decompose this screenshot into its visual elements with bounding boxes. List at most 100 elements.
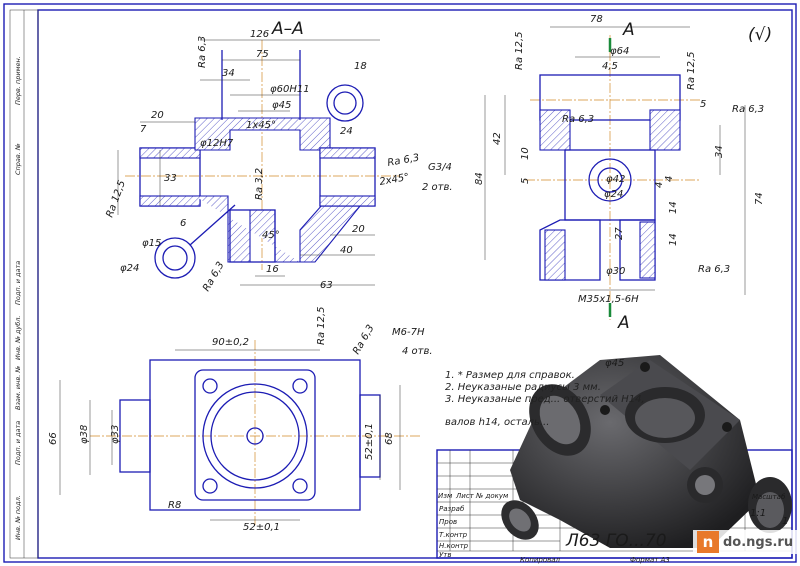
dimension-label: Ra 6,3 (732, 104, 764, 115)
dimension-label: 4 отв. (402, 346, 433, 357)
drawing-designation: Л63 ГО...70 (565, 531, 667, 551)
dimension-label: 4 (654, 182, 665, 188)
dimension-label: 63 (320, 280, 333, 291)
left-strip-label: Перв. примен. (14, 56, 22, 105)
dimension-label: φ12H7 (200, 138, 234, 149)
dimension-label: 5 (520, 178, 531, 184)
dimension-label: Ra 6,3 (698, 264, 730, 275)
3d-model-render (501, 355, 792, 548)
dimension-label: G3/4 (428, 162, 452, 173)
dimension-label: Ra 12,5 (316, 306, 327, 345)
technical-note: 1. * Размер для справок. (445, 370, 575, 381)
title-block-row: Утв (439, 551, 451, 559)
dimension-label: 2 отв. (422, 182, 453, 193)
roughness-symbol: (√) (748, 25, 772, 45)
technical-note: 3. Неуказаные пред... отверстий H14, (445, 394, 645, 405)
title-block-column: № докум (475, 492, 509, 500)
dimension-label: 4,5 (602, 61, 618, 72)
dimension-label: 20 (151, 110, 164, 121)
format-label: Формат А3 (630, 556, 670, 564)
dimension-label: Ra 6,3 (562, 114, 594, 125)
dimension-label: 33 (164, 173, 177, 184)
section-label-a-bottom: А (617, 313, 630, 333)
ngs-logo-icon: n (697, 531, 719, 553)
dimension-label: 5 (700, 99, 706, 110)
section-label-a-top: А (622, 20, 635, 40)
dimension-label: 1x45° (246, 120, 276, 131)
dimension-label: R8 (168, 500, 181, 511)
dimension-label: Ra 6,3 (201, 260, 227, 293)
dimension-label: 52±0,1 (243, 522, 280, 533)
title-block-row: Разраб (439, 505, 465, 513)
dimension-label: 2x45° (379, 172, 410, 188)
dimension-label: 84 (474, 172, 485, 185)
dimension-label: Ra 6,3 (197, 36, 208, 68)
title-block-row: Т.контр (439, 531, 468, 539)
title-block-row: Н.контр (439, 542, 469, 550)
watermark-text: do.ngs.ru (723, 534, 794, 550)
dimension-label: Ra 3,2 (254, 168, 265, 200)
dimension-label: φ33 (110, 425, 121, 444)
left-strip-label: Взам. инв. № (14, 366, 22, 410)
dimension-label: 6 (180, 218, 186, 229)
section-view-aa (117, 39, 400, 286)
dimension-label: 24 (340, 126, 353, 137)
dimension-label: φ45 (605, 358, 624, 369)
dimension-label: φ15 (142, 238, 161, 249)
dimension-label: Ra 12,5 (104, 179, 128, 219)
dimension-label: 34 (714, 145, 725, 158)
dimension-label: 74 (754, 192, 765, 205)
dimension-label: 126 (250, 29, 269, 40)
dimension-label: 10 (520, 147, 531, 160)
dimension-label: 14 (668, 201, 679, 214)
logo-letter: n (702, 533, 714, 551)
left-strip-label: Инв. № подл. (14, 495, 22, 540)
dimension-label: 27 (614, 227, 625, 240)
dimension-label: 42 (492, 132, 503, 145)
dimension-label: 14 (668, 233, 679, 246)
dimension-label: 4 (664, 176, 675, 182)
dimension-label: Ra 12,5 (514, 31, 525, 70)
watermark: n do.ngs.ru (693, 530, 798, 554)
dimension-label: 52±0,1 (364, 423, 375, 460)
left-strip-label: Справ. № (14, 143, 22, 175)
dimension-label: 78 (590, 14, 603, 25)
dimension-label: 66 (48, 432, 59, 445)
dimension-label: φ24 (120, 263, 139, 274)
section-label-aa: А–А (271, 19, 304, 39)
left-strip-label: Инв. № дубл. (14, 316, 22, 360)
dimension-label: M6-7H (392, 327, 425, 338)
side-view (484, 26, 746, 320)
dimension-label: 20 (352, 224, 365, 235)
dimension-label: 34 (222, 68, 235, 79)
top-view (59, 340, 420, 525)
copied-label: Копировал (520, 556, 561, 564)
dimension-label: 90±0,2 (212, 337, 249, 348)
dimension-label: 45° (262, 230, 280, 241)
dimension-label: 18 (354, 61, 367, 72)
dimension-label: 40 (340, 245, 353, 256)
dimension-label: φ30 (606, 266, 625, 277)
dimension-label: M35x1,5-6H (578, 294, 639, 305)
dimension-label: 68 (384, 432, 395, 445)
dimension-label: 7 (140, 124, 147, 135)
dimension-label: Ra 6,3 (351, 323, 377, 356)
dimension-label: Ra 6,3 (387, 153, 421, 169)
dimension-label: Ra 12,5 (686, 51, 697, 90)
sheet-number: 1 (782, 516, 788, 527)
dimension-label: φ42 (606, 174, 625, 185)
left-strip-label: Подп. и дата (14, 421, 22, 465)
dimension-label: φ60H11 (270, 84, 310, 95)
technical-note: 2. Неуказаные радиусы 3 мм. (445, 382, 601, 393)
title-block-column: Изм (438, 492, 453, 500)
dimension-label: 75 (256, 49, 269, 60)
title-block-column: Лист (455, 492, 475, 500)
title-block-row: Пров (439, 518, 457, 526)
dimension-label: φ64 (610, 46, 629, 57)
left-strip-label: Подп. и дата (14, 261, 22, 305)
left-strip (9, 9, 39, 559)
scale-value: 1:1 (750, 508, 766, 519)
scale-label: Масштаб (752, 493, 786, 501)
